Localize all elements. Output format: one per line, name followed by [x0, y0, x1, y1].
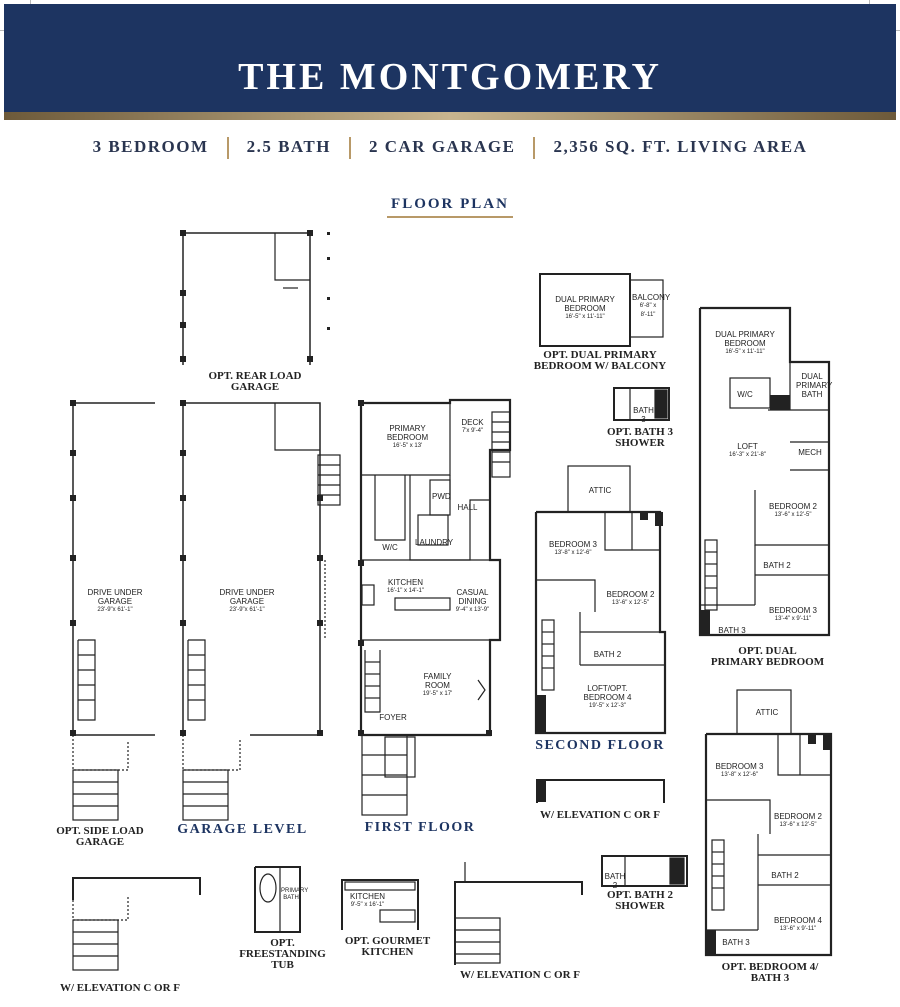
spec-bar: 3 BEDROOM 2.5 BATH 2 CAR GARAGE 2,356 SQ. F… [0, 137, 900, 160]
section-title: FLOOR PLAN [0, 196, 900, 218]
bedroom4-bath3-plan [704, 689, 833, 957]
room-hall: HALL [457, 503, 478, 512]
header-banner [4, 4, 896, 118]
spec-garage: 2 CAR GARAGE [368, 137, 516, 156]
bath3-shower-plan [613, 387, 670, 421]
garage-elevation-plan [72, 877, 201, 971]
label-first-floor: FIRST FLOOR [364, 820, 476, 835]
room-attic-bottom: ATTIC [755, 708, 779, 717]
room-bath3-right: BATH 3 [718, 626, 746, 635]
room-bath2-bottom: BATH 2 [771, 871, 799, 880]
room-dual-primary-bath: DUAL PRIMARY BATH [796, 372, 833, 399]
spec-baths: 2.5 BATH [246, 137, 331, 156]
spec-divider [533, 137, 536, 160]
label-w-elevation-second: W/ ELEVATION C OR F [539, 809, 660, 821]
room-bath3-bottom: BATH 3 [722, 938, 750, 947]
rear-load-garage-plan [180, 230, 330, 365]
bath2-shower-plan [601, 855, 688, 887]
room-bath2-second: BATH 2 [593, 650, 622, 659]
room-foyer: FOYER [379, 713, 407, 722]
second-floor-plan [534, 465, 667, 735]
label-w-elevation-garage: W/ ELEVATION C OR F [59, 982, 180, 994]
room-bath3-shower: BATH 3 [633, 406, 654, 424]
room-wic-first: W/C [382, 543, 398, 552]
room-primary-bath: PRIMARY BATH [281, 888, 309, 901]
room-bath2-right: BATH 2 [763, 561, 791, 570]
room-pwd: PWD [432, 492, 451, 501]
room-wic-right: W/C [737, 390, 753, 399]
spec-area: 2,356 SQ. FT. LIVING AREA [553, 137, 808, 156]
header-gold-rule [4, 112, 896, 120]
page-title: THE MONTGOMERY [238, 56, 662, 98]
room-bath2-shower: BATH 2 [604, 872, 626, 890]
gourmet-kitchen-plan [341, 879, 419, 930]
freestanding-tub-plan [254, 866, 301, 933]
room-mech: MECH [798, 448, 822, 457]
first-floor-elevation-plan [454, 862, 583, 965]
spec-divider [348, 137, 351, 160]
spec-bedrooms: 3 BEDROOM [92, 137, 209, 156]
label-garage-level: GARAGE LEVEL [177, 822, 308, 837]
label-w-elevation-first: W/ ELEVATION C OR F [459, 969, 580, 981]
first-floor-plan [358, 398, 512, 816]
dual-primary-balcony-plan [539, 273, 664, 347]
label-opt-bedroom4-bath3: OPT. BEDROOM 4/BATH 3 [721, 961, 819, 984]
main-garage-plan [180, 400, 341, 821]
dual-primary-right-plan [698, 306, 831, 637]
spec-divider [226, 137, 229, 160]
side-load-garage-plan [70, 400, 155, 821]
room-laundry: LAUNDRY [415, 538, 454, 547]
elevation-strip-plan [536, 779, 665, 803]
room-attic-second: ATTIC [588, 486, 612, 495]
label-second-floor: SECOND FLOOR [535, 738, 665, 753]
